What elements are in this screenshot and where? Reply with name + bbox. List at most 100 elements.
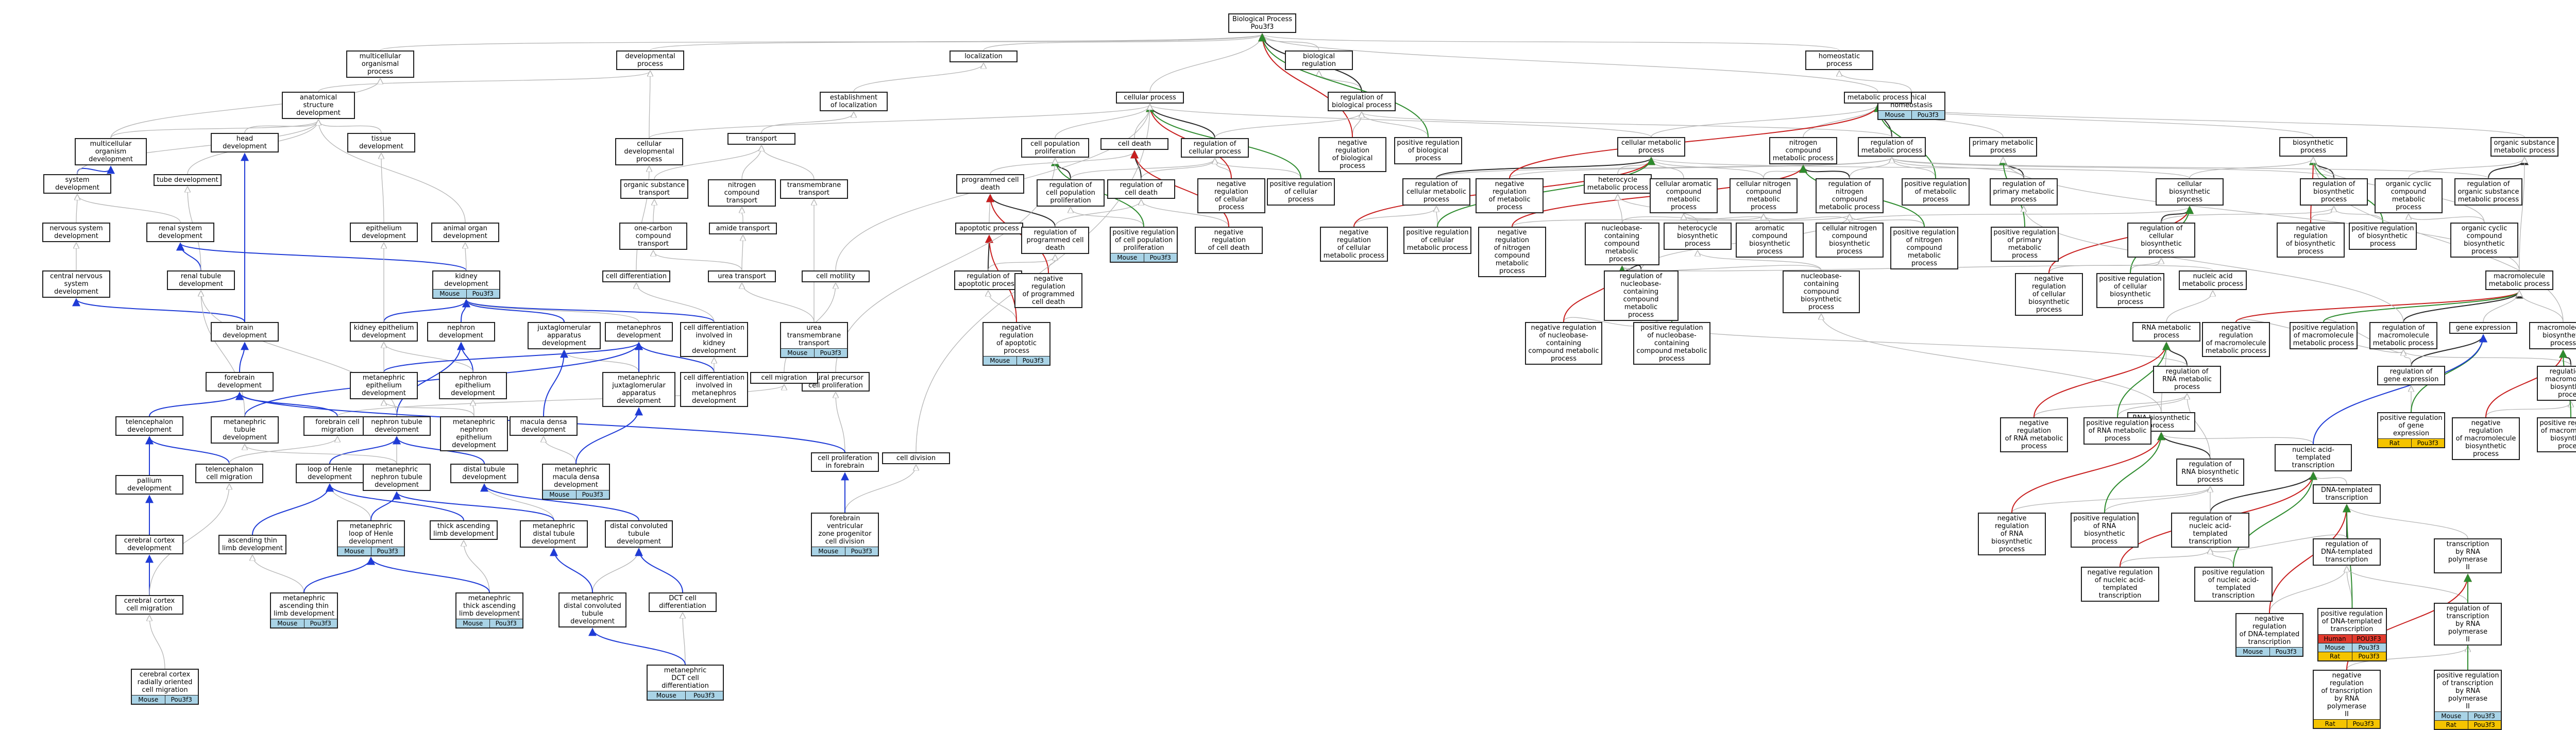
go-term-devproc[interactable]: developmental process — [616, 50, 684, 70]
go-term-metatubdev[interactable]: metanephric tubule development — [211, 416, 279, 444]
go-term-cerebralcortexradial[interactable]: cerebral cortex radially oriented cell m… — [131, 669, 199, 705]
go-term-cellpop[interactable]: cell population proliferation — [1021, 138, 1089, 158]
go-term-homeo[interactable]: homeostatic process — [1805, 50, 1873, 70]
go-term-posregrnabiosyn[interactable]: positive regulation of RNA biosynthetic … — [2071, 513, 2139, 548]
go-term-metadistalconv[interactable]: metanephric distal convoluted tubule dev… — [558, 592, 626, 627]
go-term-celldiffmeta[interactable]: cell differentiation involved in metanep… — [680, 372, 748, 407]
go-term-heterobiosyn[interactable]: heterocycle biosynthetic process — [1664, 223, 1732, 250]
go-term-negregbiosyn[interactable]: negative regulation of biosynthetic proc… — [2277, 223, 2345, 258]
go-term-celldevproc[interactable]: cellular developmental process — [615, 138, 683, 165]
go-term-maculadensa[interactable]: macula densa development — [510, 416, 578, 436]
go-term-negregcellbiosyn[interactable]: negative regulation of cellular biosynth… — [2015, 273, 2083, 316]
go-term-negregtransrnapol[interactable]: negative regulation of transcription by … — [2313, 670, 2381, 729]
go-term-negregnitmetab[interactable]: negative regulation of nitrogen compound… — [1478, 227, 1546, 277]
go-term-cellmot[interactable]: cell motility — [802, 270, 870, 282]
go-term-thickascdev[interactable]: thick ascending limb development — [430, 520, 498, 540]
go-term-celldiff[interactable]: cell differentiation — [602, 270, 670, 282]
go-term-regbiosyn[interactable]: regulation of biosynthetic process — [2300, 178, 2368, 206]
go-term-centnervdev[interactable]: central nervous system development — [42, 270, 110, 298]
go-term-transmemtrans[interactable]: transmembrane transport — [780, 179, 848, 199]
go-term-localization[interactable]: localization — [950, 50, 1018, 62]
go-term-regmacrobiosyn[interactable]: regulation of macromolecule biosynthetic… — [2537, 366, 2576, 401]
go-term-bp[interactable]: Biological Process Pou3f3 — [1228, 13, 1296, 33]
go-term-negregcellmetab[interactable]: negative regulation of cellular metaboli… — [1320, 227, 1388, 262]
go-term-nucbasemetab[interactable]: nucleobase-containing compound metabolic… — [1584, 223, 1659, 265]
go-term-nervdev[interactable]: nervous system development — [42, 223, 110, 242]
go-term-transrnapol[interactable]: transcription by RNA polymerase II — [2434, 538, 2502, 573]
go-term-dctcelldiff[interactable]: DCT cell differentiation — [649, 592, 717, 612]
go-term-posregcellproc[interactable]: positive regulation of cellular process — [1267, 178, 1335, 206]
go-term-regcellmetab[interactable]: regulation of cellular metabolic process — [1402, 178, 1470, 206]
go-term-orgcycmetab[interactable]: organic cyclic compound metabolic proces… — [2375, 178, 2443, 213]
go-term-tissuedev[interactable]: tissue development — [347, 133, 415, 152]
go-term-transport[interactable]: transport — [727, 133, 795, 145]
go-term-cellnitbiosyn[interactable]: cellular nitrogen compound biosynthetic … — [1816, 223, 1884, 258]
go-term-regprimmetab[interactable]: regulation of primary metabolic process — [1990, 178, 2058, 206]
go-term-regnucbase[interactable]: regulation of nucleobase-containing comp… — [1603, 270, 1679, 321]
go-term-metadistaltub[interactable]: metanephric distal tubule development — [520, 520, 588, 548]
go-term-negregmacro[interactable]: negative regulation of macromolecule met… — [2202, 322, 2270, 357]
go-term-distalconvdev[interactable]: distal convoluted tubule development — [605, 520, 673, 548]
go-term-regnucacidtemp[interactable]: regulation of nucleic acid-templated tra… — [2171, 513, 2249, 548]
go-term-aromaticbiosyn[interactable]: aromatic compound biosynthetic process — [1736, 223, 1804, 258]
go-term-animorgdev[interactable]: animal organ development — [431, 223, 499, 242]
go-term-regorgsub[interactable]: regulation of organic substance metaboli… — [2454, 178, 2522, 206]
go-term-ureatrans[interactable]: urea transport — [708, 270, 776, 282]
go-term-metathickasc[interactable]: metanephric thick ascending limb develop… — [455, 592, 523, 629]
go-term-ncomptrans[interactable]: nitrogen compound transport — [708, 179, 776, 207]
go-term-metanephtubdev[interactable]: metanephric nephron tubule development — [363, 464, 431, 491]
go-term-macrobiosyn[interactable]: macromolecule biosynthetic process — [2529, 322, 2576, 349]
go-term-reggeneexp[interactable]: regulation of gene expression — [2377, 366, 2445, 385]
go-term-cellnitmetab[interactable]: cellular nitrogen compound metabolic pro… — [1730, 178, 1798, 213]
go-term-posregnucacid[interactable]: positive regulation of nucleic acid-temp… — [2194, 567, 2273, 602]
go-term-celldeath[interactable]: cell death — [1100, 138, 1168, 150]
go-term-metanephepidev[interactable]: metanephric nephron epithelium developme… — [440, 416, 508, 451]
go-term-loophenle[interactable]: loop of Henle development — [296, 464, 364, 483]
go-term-cerebralcortexdev[interactable]: cerebral cortex development — [115, 535, 183, 554]
go-term-regpcd[interactable]: regulation of programmed cell death — [1021, 227, 1089, 254]
go-term-regmacro[interactable]: regulation of macromolecule metabolic pr… — [2369, 322, 2437, 349]
go-term-multicell[interactable]: multicellular organismal process — [346, 50, 414, 78]
go-term-posregbio[interactable]: positive regulation of biological proces… — [1394, 137, 1462, 164]
go-term-posregtransrnapol[interactable]: positive regulation of transcription by … — [2434, 670, 2502, 730]
go-term-negregrnametab[interactable]: negative regulation of RNA metabolic pro… — [2000, 417, 2068, 452]
go-term-nephrondev[interactable]: nephron development — [427, 322, 495, 342]
go-term-primmetab[interactable]: primary metabolic process — [1969, 137, 2037, 157]
go-term-renaltubedev[interactable]: renal tubule development — [167, 270, 235, 290]
go-term-metajuxtadev[interactable]: metanephric juxtaglomerular apparatus de… — [602, 372, 675, 407]
go-term-celldiffkidney[interactable]: cell differentiation involved in kidney … — [680, 322, 748, 357]
go-term-orgcycbiosyn[interactable]: organic cyclic compound biosynthetic pro… — [2450, 223, 2518, 258]
go-term-palliumdev[interactable]: pallium development — [115, 475, 183, 495]
go-term-epidev[interactable]: epithelium development — [350, 223, 418, 242]
go-term-forebraincellmig[interactable]: forebrain cell migration — [303, 416, 371, 436]
go-term-apoptosis[interactable]: apoptotic process — [955, 223, 1023, 234]
go-term-telenccellmig[interactable]: telencephalon cell migration — [195, 464, 263, 483]
go-term-posregbiosyn[interactable]: positive regulation of biosynthetic proc… — [2349, 223, 2417, 250]
go-term-headdev[interactable]: head development — [211, 133, 279, 152]
go-term-negregcellproc[interactable]: negative regulation of cellular process — [1197, 178, 1265, 213]
go-term-posregprimmetab[interactable]: positive regulation of primary metabolic… — [1991, 227, 2059, 262]
go-term-regbio[interactable]: regulation of biological process — [1328, 92, 1396, 111]
go-term-biosyn[interactable]: biosynthetic process — [2279, 137, 2347, 157]
go-term-rnametab[interactable]: RNA metabolic process — [2132, 322, 2200, 342]
go-term-nucacidmetab[interactable]: nucleic acid metabolic process — [2179, 270, 2247, 290]
go-term-neuralprec[interactable]: neural precursor cell proliferation — [802, 372, 870, 392]
go-term-posregmacro[interactable]: positive regulation of macromolecule met… — [2290, 322, 2358, 349]
go-term-nephtubdev[interactable]: nephron tubule development — [363, 416, 431, 436]
go-term-anatdev[interactable]: anatomical structure development — [282, 92, 355, 119]
go-term-negregbio[interactable]: negative regulation of biological proces… — [1318, 137, 1386, 172]
go-term-braindev[interactable]: brain development — [211, 322, 279, 342]
go-term-ascthinlimb[interactable]: ascending thin limb development — [218, 535, 286, 554]
go-term-kidneyepidev[interactable]: kidney epithelium development — [350, 322, 418, 342]
go-term-nucacidtemp[interactable]: nucleic acid-templated transcription — [2275, 444, 2352, 471]
go-term-nucbasebiosyn[interactable]: nucleobase-containing compound biosynthe… — [1783, 270, 1860, 313]
go-term-forebrainvent[interactable]: forebrain ventricular zone progenitor ce… — [811, 513, 879, 556]
go-term-regcellpop[interactable]: regulation of cell population proliferat… — [1037, 179, 1105, 207]
go-term-heteromet[interactable]: heterocycle metabolic process — [1584, 174, 1652, 194]
go-term-metab[interactable]: metabolic process — [1844, 92, 1912, 104]
